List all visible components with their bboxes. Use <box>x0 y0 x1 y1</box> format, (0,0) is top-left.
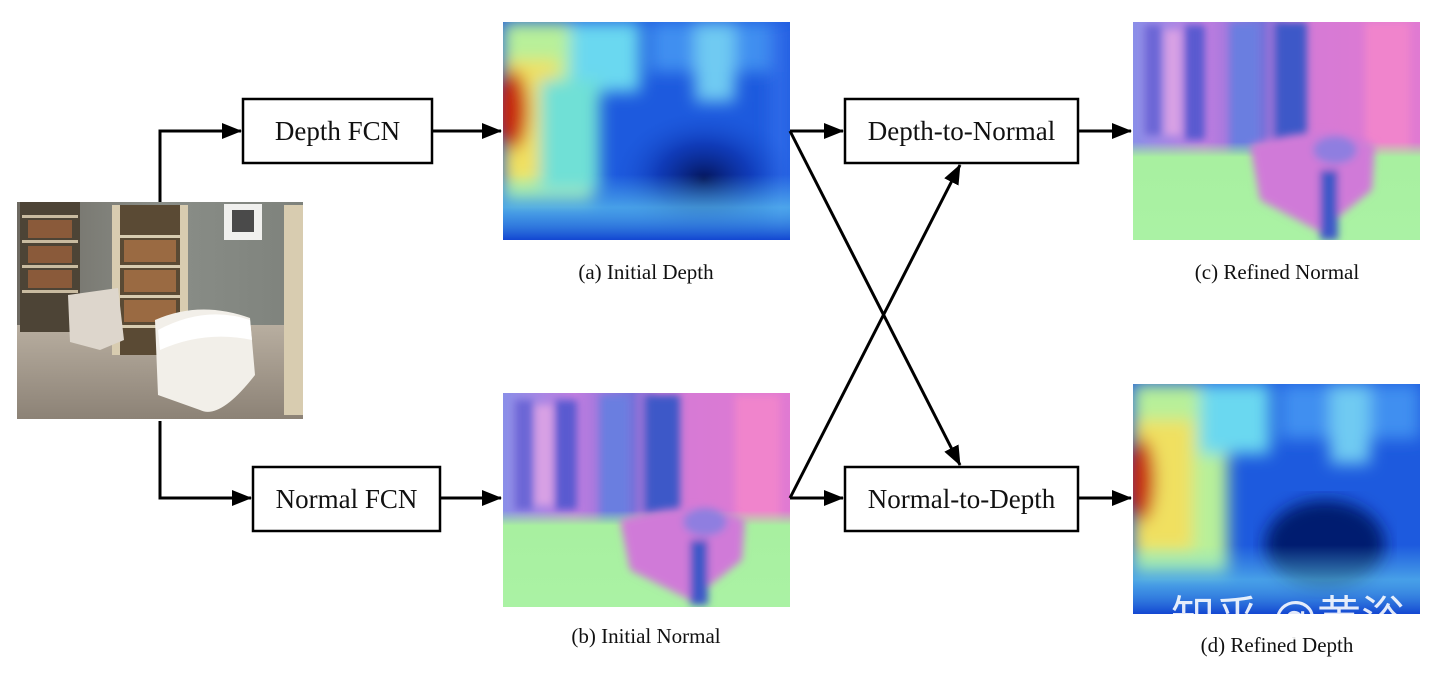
edges <box>158 123 1132 506</box>
caption-initial-normal: (b) Initial Normal <box>571 624 720 648</box>
depth-fcn-label: Depth FCN <box>275 116 400 146</box>
initial-depth-map <box>503 22 790 240</box>
edge-initial-normal-to-depth-to-normal <box>788 164 962 499</box>
input-photo <box>17 202 303 419</box>
edge-photo-to-depth-fcn <box>158 123 242 202</box>
depth-to-normal-label: Depth-to-Normal <box>868 116 1055 146</box>
depth-fcn-box: Depth FCN <box>241 97 434 165</box>
normal-fcn-label: Normal FCN <box>276 484 418 514</box>
caption-refined-depth: (d) Refined Depth <box>1201 633 1354 657</box>
caption-refined-normal: (c) Refined Normal <box>1195 260 1360 284</box>
normal-fcn-box: Normal FCN <box>251 465 442 533</box>
caption-initial-depth: (a) Initial Depth <box>578 260 714 284</box>
watermark: 知乎 @黄浴 <box>1171 592 1405 643</box>
initial-normal-map <box>503 393 790 607</box>
depth-to-normal-box: Depth-to-Normal <box>843 97 1080 165</box>
refined-normal-map <box>1133 22 1420 240</box>
edge-photo-to-normal-fcn <box>158 421 252 506</box>
edge-initial-depth-to-normal-to-depth <box>788 130 962 466</box>
normal-to-depth-box: Normal-to-Depth <box>843 465 1080 533</box>
refined-depth-map <box>1133 384 1420 614</box>
normal-to-depth-label: Normal-to-Depth <box>868 484 1056 514</box>
